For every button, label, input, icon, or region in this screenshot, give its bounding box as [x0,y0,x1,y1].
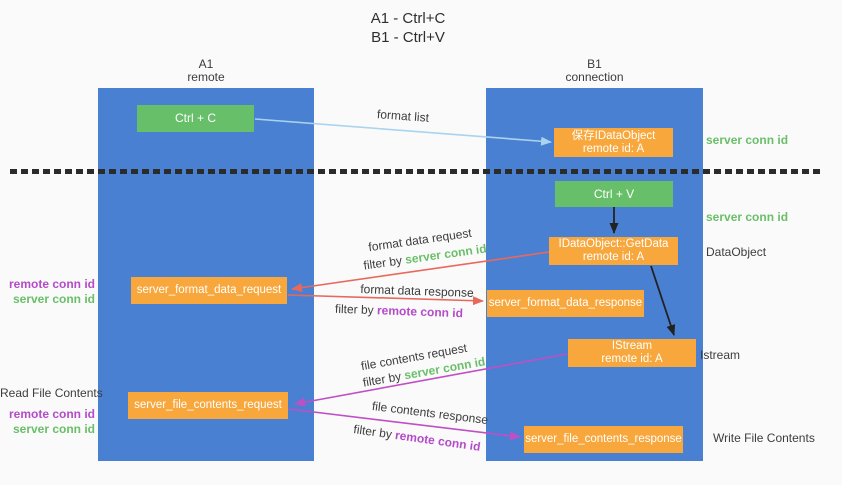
istream-line1: IStream [611,340,653,352]
title-line-2: B1 - Ctrl+V [371,29,445,46]
node-server-format-data-response: server_format_data_response [487,290,644,317]
filter-by-text: filter by [362,252,407,273]
left-label-read-file-contents: Read File Contents [0,386,103,400]
node-server-format-data-request: server_format_data_request [131,277,287,304]
node-istream: IStream remote id: A [568,339,696,367]
node-server-file-contents-request: server_file_contents_request [128,392,288,419]
label-filter-by-remote-2: filter by remote conn id [353,422,482,454]
ctrl-c-label: Ctrl + C [174,111,216,125]
diagram-title: A1 - Ctrl+C B1 - Ctrl+V [308,9,508,47]
server-file-contents-response-label: server_file_contents_response [525,433,682,445]
column-b-id: B1 [587,57,602,71]
left-label-server-conn-id-1: server conn id [12,292,95,306]
section-divider-dotted-line [10,169,823,174]
server-file-contents-request-label: server_file_contents_request [134,399,282,411]
filter-remote-conn-id-text: remote conn id [376,303,464,321]
right-label-server-conn-id-1: server conn id [706,133,789,147]
server-format-data-request-label: server_format_data_request [136,284,282,296]
node-idataobject-getdata: IDataObject::GetData remote id: A [549,237,678,265]
filter-remote-conn-id-text: remote conn id [394,428,482,454]
right-label-istream: Istream [700,348,741,362]
node-ctrl-c: Ctrl + C [137,105,254,132]
column-a-id: A1 [198,57,214,71]
getdata-line1: IDataObject::GetData [558,238,669,250]
node-ctrl-v: Ctrl + V [555,181,673,207]
column-a-role: remote [187,70,225,84]
left-label-remote-conn-id-1: remote conn id [8,277,95,291]
label-filter-by-remote-1: filter by remote conn id [335,302,463,320]
column-a-header: A1 remote [98,58,314,84]
label-format-list: format list [376,107,430,125]
label-format-data-response: format data response [360,282,474,300]
column-b-role: connection [565,70,624,84]
getdata-line2: remote id: A [582,251,645,263]
title-line-1: A1 - Ctrl+C [370,10,446,27]
istream-line2: remote id: A [601,353,663,365]
right-label-server-conn-id-2: server conn id [706,210,789,224]
label-file-contents-response: file contents response [371,398,489,428]
right-label-write-file-contents: Write File Contents [713,431,815,445]
column-b-header: B1 connection [486,58,703,84]
ctrl-v-label: Ctrl + V [593,186,635,201]
save-idataobject-line1: 保存IDataObject [571,129,656,142]
server-format-data-response-label: server_format_data_response [488,297,643,309]
filter-by-text: filter by [334,301,378,318]
right-label-dataobject: DataObject [706,245,767,259]
filter-by-text: filter by [352,422,397,442]
left-label-server-conn-id-2: server conn id [12,422,95,436]
save-idataobject-line2: remote id: A [582,142,645,155]
node-server-file-contents-response: server_file_contents_response [524,426,683,453]
left-label-remote-conn-id-2: remote conn id [8,407,95,421]
node-save-idataobject: 保存IDataObject remote id: A [554,128,673,157]
